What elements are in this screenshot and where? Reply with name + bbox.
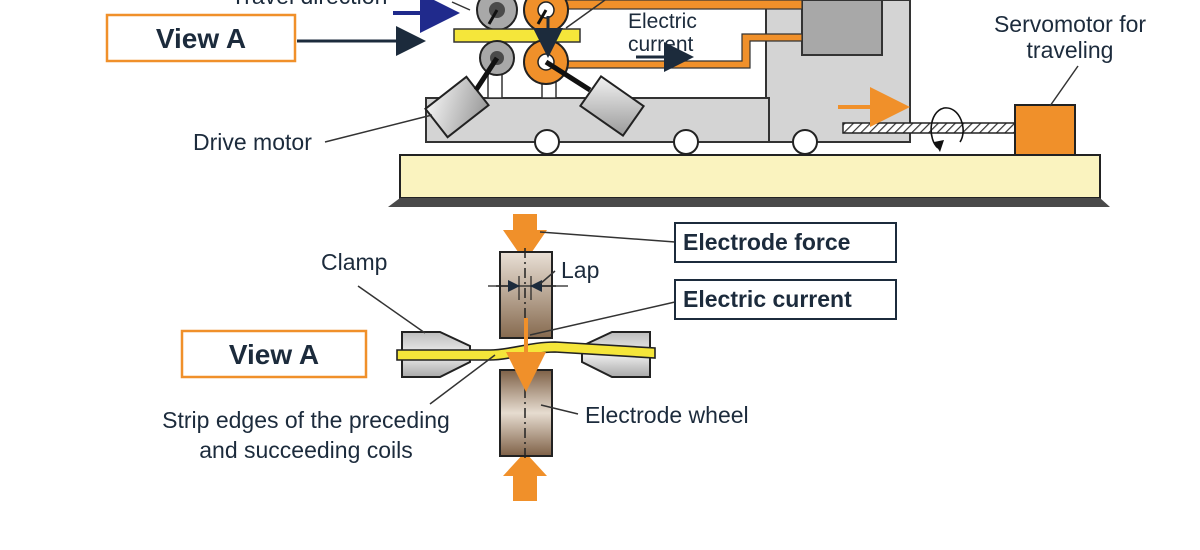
strip-edges-label-1: Strip edges of the preceding [162, 407, 450, 433]
electric-current-top-label-2: current [628, 33, 694, 56]
electrode-force-label: Electrode force [683, 229, 850, 255]
carriage-wheels [534, 129, 818, 155]
strip-plate [453, 28, 581, 43]
electric-current-box [674, 279, 897, 320]
drive-motor-left [424, 56, 500, 139]
strip-edges-label-2: and succeeding coils [199, 437, 413, 463]
servomotor [1014, 104, 1076, 156]
clamp-label: Clamp [321, 249, 387, 275]
view-a-box-top [105, 13, 297, 63]
drive-motor-right [544, 59, 646, 138]
travel-direction-label: Travel direction [231, 0, 387, 9]
lap-label: Lap [561, 257, 599, 283]
electrode-force-box [674, 222, 897, 263]
servomotor-label-1: Servomotor for [994, 11, 1146, 37]
upper-wheels [476, 0, 569, 33]
electrode-wheel-label: Electrode wheel [585, 402, 749, 428]
servomotor-label-2: traveling [1027, 37, 1114, 63]
lead-screw [842, 122, 1016, 134]
view-a-top-label: View A [156, 23, 246, 54]
view-a-box-bottom [180, 329, 368, 379]
rotation-arrow [930, 107, 964, 149]
electric-current-box-label: Electric current [683, 286, 852, 312]
electrode-force-arrow-top [503, 214, 547, 262]
view-a-bottom-label: View A [229, 339, 319, 370]
machine-base [388, 154, 1110, 207]
drive-motor-label: Drive motor [193, 129, 312, 155]
electric-current-top-label-1: Electric [628, 10, 697, 33]
electrode-force-arrow-bottom [503, 452, 547, 501]
